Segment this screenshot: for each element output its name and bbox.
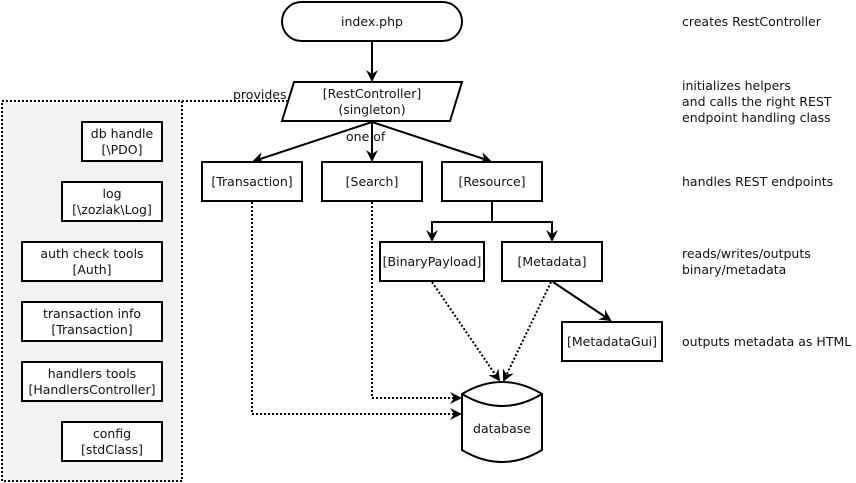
arrow-search-to-db xyxy=(371,202,462,404)
note-resource-children: reads/writes/outputs binary/metadata xyxy=(682,246,811,277)
helper-class: [stdClass] xyxy=(81,442,143,457)
controller-type: (singleton) xyxy=(338,102,405,117)
arrow-to-binarypayload xyxy=(426,201,493,242)
helper-title: handlers tools xyxy=(48,366,136,381)
note-line: initializes helpers xyxy=(682,78,791,93)
arrow-to-transaction xyxy=(252,121,373,164)
helper-title: log xyxy=(102,186,121,201)
note-line: outputs metadata as HTML xyxy=(682,334,851,349)
helper-title: db handle xyxy=(91,126,154,141)
helper-title: transaction info xyxy=(43,306,141,321)
helper-log[interactable]: log [\zozlak\Log] xyxy=(61,181,163,222)
rest-controller[interactable]: [RestController] (singleton) xyxy=(280,81,464,122)
note-handlers: handles REST endpoints xyxy=(682,174,833,189)
handler-label: [Resource] xyxy=(458,174,525,189)
helper-class: [Transaction] xyxy=(51,322,132,337)
note-line: reads/writes/outputs xyxy=(682,246,811,261)
handler-transaction[interactable]: [Transaction] xyxy=(201,161,303,202)
note-line: endpoint handling class xyxy=(682,110,831,125)
arrow-to-metadata xyxy=(492,221,558,242)
arrow-to-resource xyxy=(371,121,492,164)
metadatagui-label: [MetadataGui] xyxy=(567,334,657,349)
controller-name: [RestController] xyxy=(323,86,421,101)
helper-config[interactable]: config [stdClass] xyxy=(61,421,163,462)
binarypayload-label: [BinaryPayload] xyxy=(383,254,482,269)
database[interactable]: database xyxy=(461,381,543,463)
note-line: handles REST endpoints xyxy=(682,174,833,189)
helper-title: auth check tools xyxy=(40,246,143,261)
database-label: database xyxy=(473,421,531,436)
handler-label: [Transaction] xyxy=(211,174,292,189)
note-line: and calls the right REST xyxy=(682,94,832,109)
entry-index-php[interactable]: index.php xyxy=(281,1,463,42)
note-line: binary/metadata xyxy=(682,262,786,277)
helpers-group xyxy=(1,100,183,482)
helper-class: [HandlersController] xyxy=(29,382,156,397)
handler-search[interactable]: [Search] xyxy=(321,161,423,202)
handler-label: [Search] xyxy=(346,174,399,189)
arrow-to-metadatagui xyxy=(552,281,612,322)
metadata[interactable]: [Metadata] xyxy=(501,241,603,282)
note-metadatagui: outputs metadata as HTML xyxy=(682,334,851,349)
helper-class: [\zozlak\Log] xyxy=(72,202,152,217)
helper-db-handle[interactable]: db handle [\PDO] xyxy=(81,121,163,162)
arrow-transaction-to-db xyxy=(251,202,462,420)
helper-transaction[interactable]: transaction info [Transaction] xyxy=(21,301,163,342)
helper-class: [Auth] xyxy=(72,262,111,277)
metadata-label: [Metadata] xyxy=(518,254,587,269)
note-controller: initializes helpers and calls the right … xyxy=(682,78,832,125)
metadata-gui[interactable]: [MetadataGui] xyxy=(561,321,663,362)
provides-label: provides xyxy=(233,87,286,102)
arrow-binarypayload-to-db xyxy=(431,281,501,382)
arrow-metadata-to-db xyxy=(502,281,552,382)
helper-title: config xyxy=(93,426,131,441)
note-entry: creates RestController xyxy=(682,14,822,29)
handler-resource[interactable]: [Resource] xyxy=(441,161,543,202)
one-of-label: one of xyxy=(346,129,386,144)
note-line: creates RestController xyxy=(682,14,822,29)
helper-handlers[interactable]: handlers tools [HandlersController] xyxy=(21,361,163,402)
entry-label: index.php xyxy=(341,14,403,29)
helper-class: [\PDO] xyxy=(102,142,143,157)
binary-payload[interactable]: [BinaryPayload] xyxy=(379,241,485,282)
helper-auth[interactable]: auth check tools [Auth] xyxy=(21,241,163,282)
